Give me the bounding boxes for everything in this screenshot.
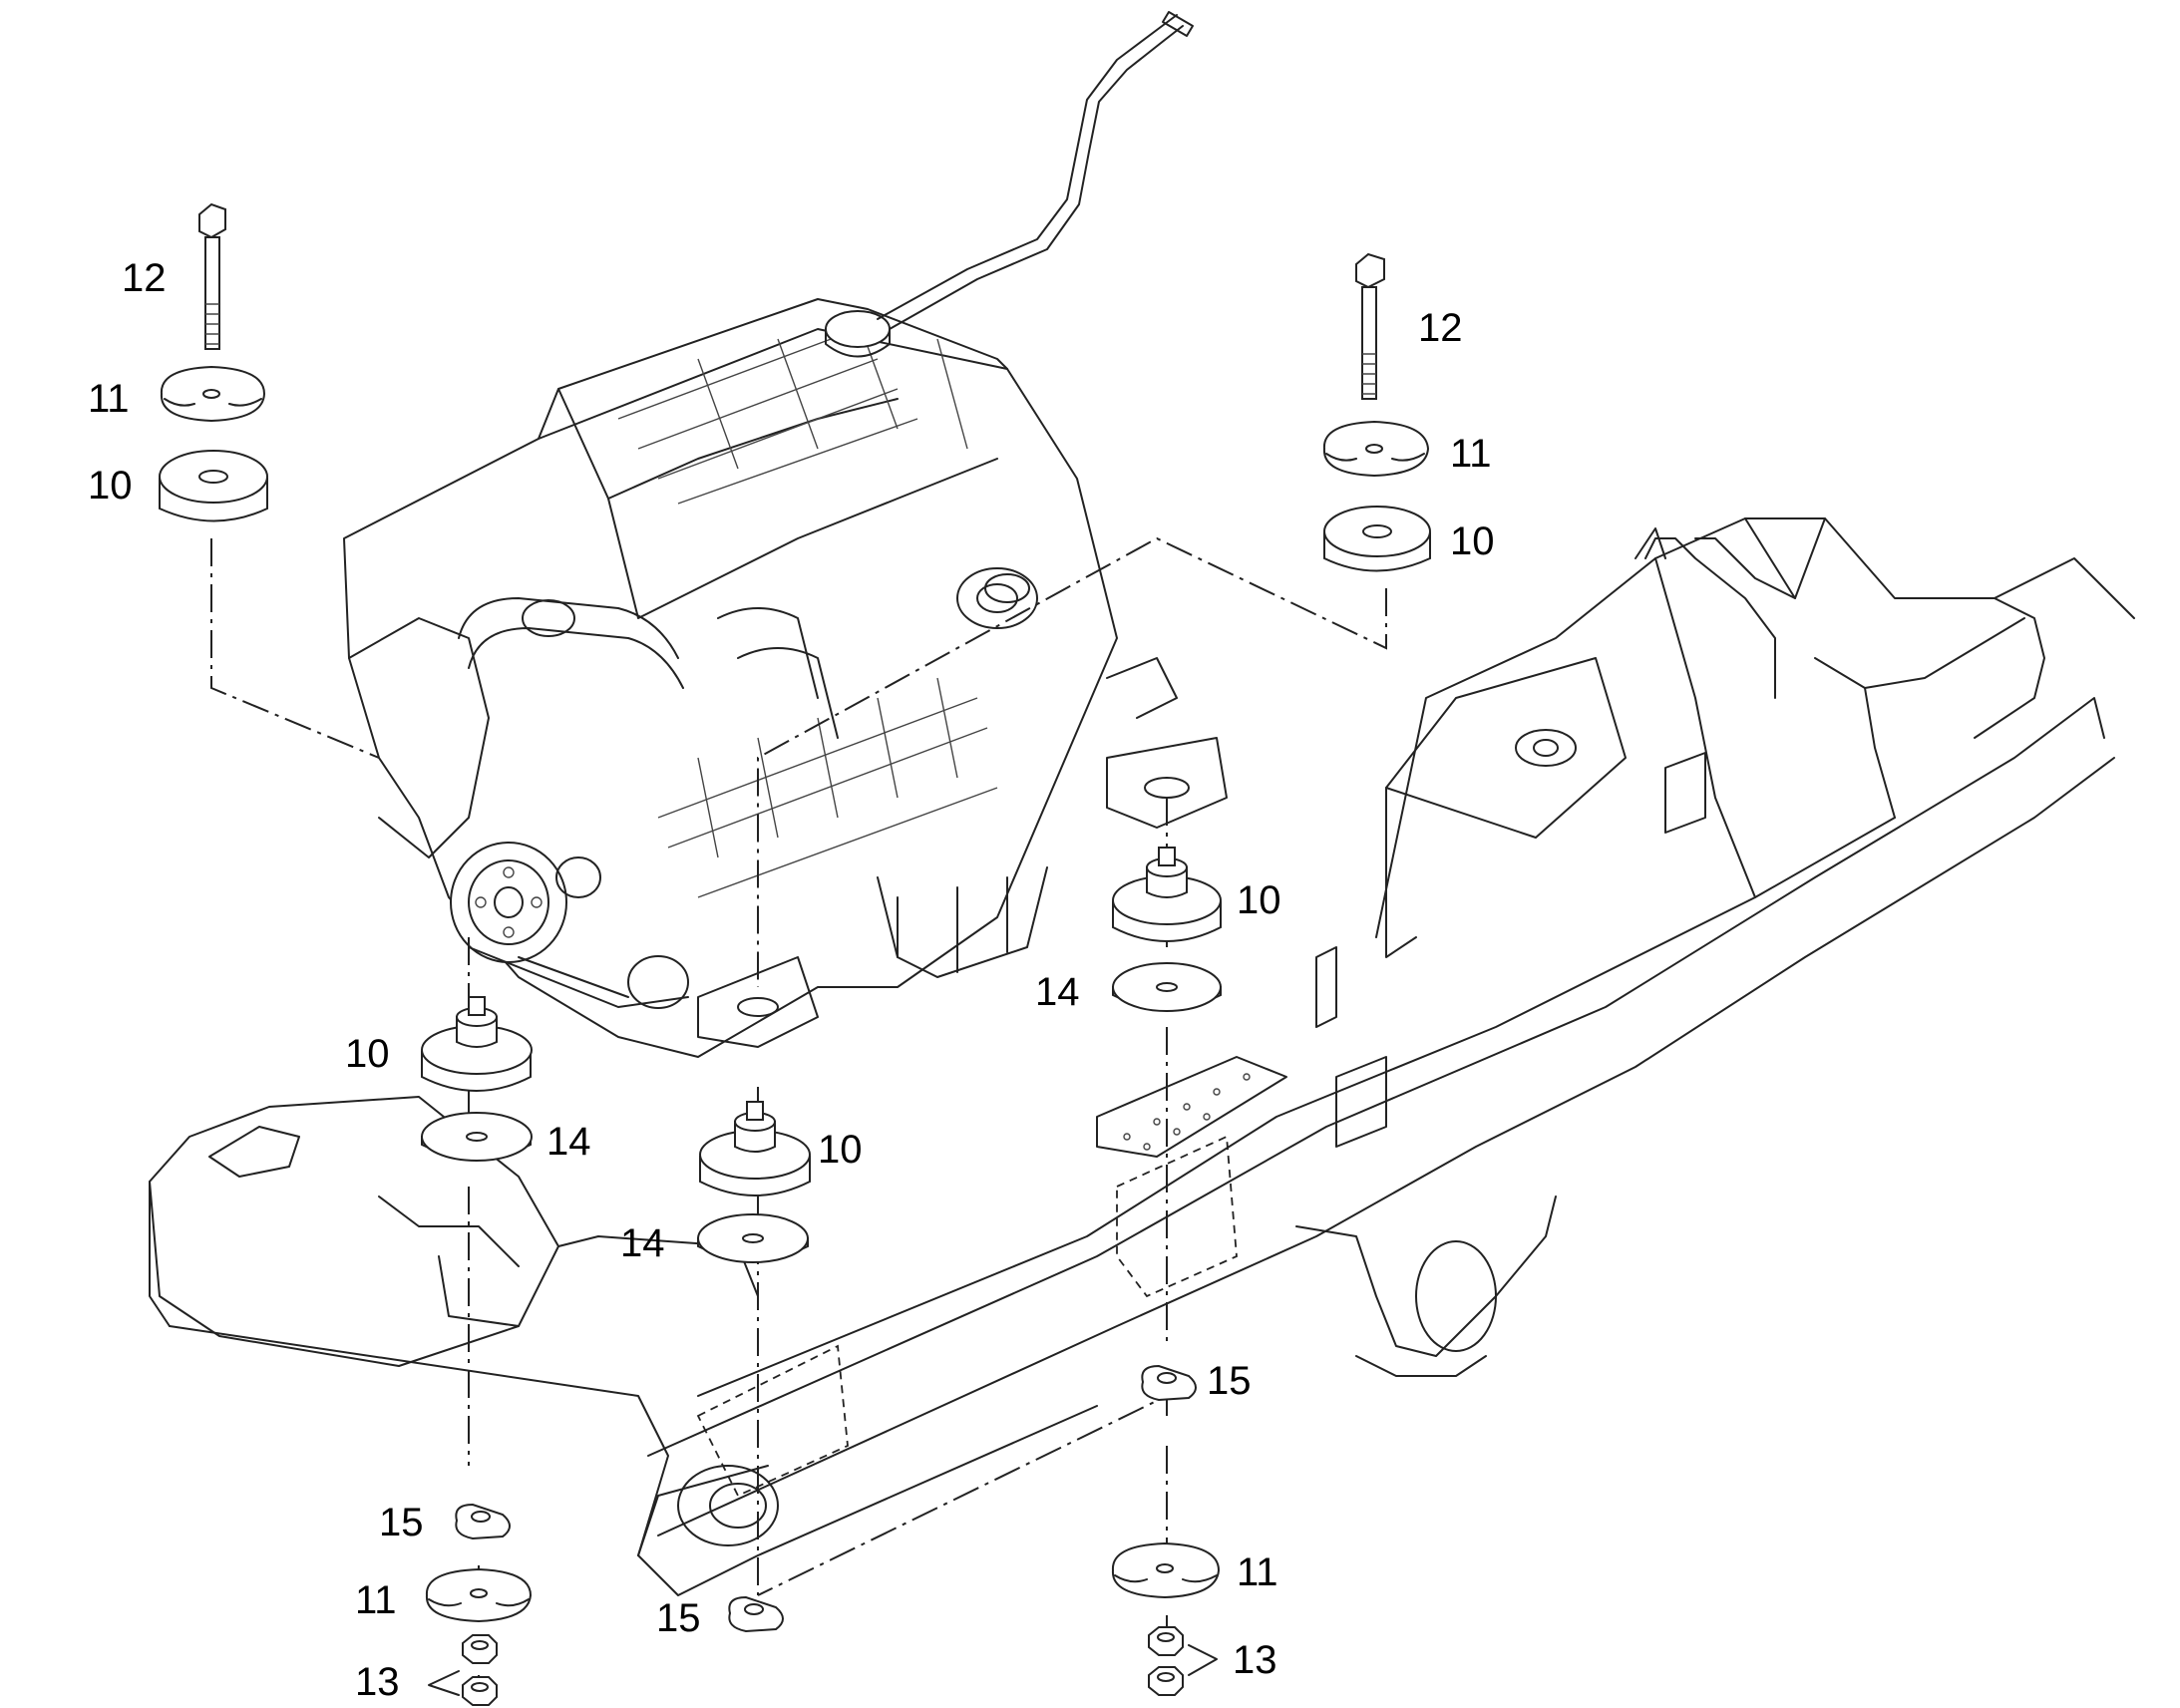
callout-spacer-right-mid: 14	[1035, 970, 1080, 1014]
mount-10-left-top	[159, 450, 268, 522]
callout-mount-right-mid: 10	[1237, 878, 1281, 922]
machine-frame	[149, 517, 2135, 1596]
engine-assembly	[343, 11, 1228, 1058]
mount-10-right-mid	[1112, 847, 1222, 942]
callout-plate-right: 15	[1207, 1359, 1252, 1403]
washer-11-right-top	[1322, 420, 1430, 478]
mount-10-front-left	[421, 996, 533, 1092]
callout-washer-left-top: 11	[88, 377, 130, 421]
plate-15-right	[1141, 1364, 1197, 1402]
spacer-14-front-left	[421, 1112, 533, 1162]
nuts-13-right-bottom	[1148, 1626, 1218, 1696]
washer-11-right-bottom	[1111, 1541, 1221, 1599]
callout-washer-left-bottom: 11	[355, 1578, 397, 1622]
callout-plate-left-bottom: 15	[379, 1501, 424, 1544]
callout-plate-center-bottom: 15	[656, 1596, 701, 1640]
callout-mount-front-center: 10	[818, 1128, 863, 1172]
callout-spacer-front-left: 14	[546, 1120, 591, 1164]
callout-bolt-right: 12	[1418, 306, 1463, 350]
callout-mount-right-top: 10	[1450, 519, 1495, 563]
mount-10-front-center	[699, 1101, 811, 1196]
mount-10-right-top	[1323, 506, 1431, 572]
washer-11-left-bottom	[425, 1567, 533, 1623]
callout-nut-left-bottom: 13	[355, 1660, 400, 1704]
callout-washer-right-top: 11	[1450, 432, 1492, 476]
plate-15-left-bottom	[455, 1503, 511, 1540]
spacer-14-right-mid	[1112, 962, 1222, 1012]
nuts-13-left-bottom	[428, 1634, 498, 1706]
bolt-12-right	[1355, 252, 1385, 400]
callout-washer-right-bottom: 11	[1237, 1550, 1278, 1594]
callout-bolt-left: 12	[122, 256, 167, 300]
callout-mount-left-top: 10	[88, 464, 133, 508]
callout-nut-right-bottom: 13	[1233, 1638, 1277, 1682]
plate-15-center-bottom	[728, 1595, 784, 1633]
callout-mount-front-left: 10	[345, 1032, 390, 1076]
callout-spacer-front-center: 14	[620, 1221, 665, 1265]
spacer-14-front-center	[697, 1213, 809, 1263]
washer-11-left-top	[160, 365, 266, 423]
callout-labels: 12 11 10 12 11 10 10 14 10 14 10 14 15 1…	[88, 256, 1495, 1704]
bolt-12-left	[198, 202, 226, 350]
